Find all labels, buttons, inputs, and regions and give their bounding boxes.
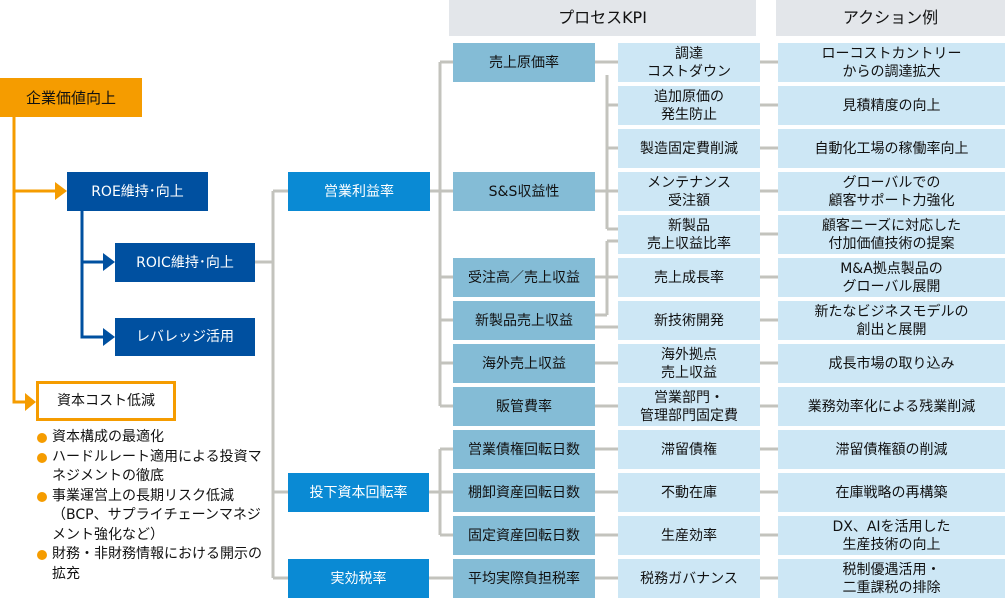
roic-box: ROIC維持･向上 <box>115 243 255 282</box>
process-kpi-box: 滞留債権 <box>618 430 760 469</box>
roe-box: ROE維持･向上 <box>67 172 208 211</box>
effective-tax-rate-box: 実効税率 <box>288 559 429 598</box>
process-kpi-box: 生産効率 <box>618 516 760 555</box>
action-box: ローコストカントリー からの調達拡大 <box>778 43 1005 82</box>
process-kpi-box: 営業部門・ 管理部門固定費 <box>618 387 760 426</box>
action-box: グローバルでの 顧客サポート力強化 <box>778 172 1005 211</box>
capital-cost-list: 資本構成の最適化 ハードルレート適用による投資マネジメントの徹底 事業運営上の長… <box>36 428 266 584</box>
action-box: 業務効率化による残業削減 <box>778 387 1005 426</box>
level2-box: 営業債権回転日数 <box>453 430 595 469</box>
action-box: 滞留債権額の削減 <box>778 430 1005 469</box>
process-kpi-box: メンテナンス 受注額 <box>618 172 760 211</box>
header-action-examples: アクション例 <box>776 0 1005 36</box>
leverage-box: レバレッジ活用 <box>115 318 255 356</box>
action-box: 新たなビジネスモデルの 創出と展開 <box>778 301 1005 340</box>
level2-box: 固定資産回転日数 <box>453 516 595 555</box>
process-kpi-box: 不動在庫 <box>618 473 760 512</box>
process-kpi-box: 新技術開発 <box>618 301 760 340</box>
action-box: 顧客ニーズに対応した 付加価値技術の提案 <box>778 215 1005 254</box>
bullet-icon <box>37 452 47 463</box>
list-item: 財務・非財務情報における開示の拡充 <box>36 545 266 584</box>
action-box: 税制優遇活用・ 二重課税の排除 <box>778 559 1005 598</box>
action-box: M&A拠点製品の グローバル展開 <box>778 258 1005 297</box>
level2-box: 受注高／売上収益 <box>453 258 595 297</box>
operating-margin-box: 営業利益率 <box>288 172 430 211</box>
bullet-icon <box>37 433 47 443</box>
corporate-value-box: 企業価値向上 <box>0 78 142 117</box>
process-kpi-box: 追加原価の 発生防止 <box>618 86 760 125</box>
process-kpi-box: 調達 コストダウン <box>618 43 760 82</box>
list-item: 事業運営上の長期リスク低減（BCP、サプライチェーンマネジメント強化など） <box>36 487 266 546</box>
invested-capital-turnover-box: 投下資本回転率 <box>288 473 429 512</box>
level2-box: 売上原価率 <box>453 43 595 82</box>
action-box: 成長市場の取り込み <box>778 344 1005 383</box>
level2-box: 平均実際負担税率 <box>453 559 595 598</box>
list-item: ハードルレート適用による投資マネジメントの徹底 <box>36 448 266 487</box>
action-box: 見積精度の向上 <box>778 86 1005 125</box>
level2-box: 販管費率 <box>453 387 595 426</box>
bullet-icon <box>37 491 47 502</box>
action-box: 自動化工場の稼働率向上 <box>778 129 1005 168</box>
level2-box: 海外売上収益 <box>453 344 595 383</box>
header-process-kpi: プロセスKPI <box>449 0 756 36</box>
process-kpi-box: 製造固定費削減 <box>618 129 760 168</box>
level2-box: S&S収益性 <box>453 172 595 211</box>
list-item: 資本構成の最適化 <box>36 428 266 448</box>
action-box: DX、AIを活用した 生産技術の向上 <box>778 516 1005 555</box>
action-box: 在庫戦略の再構築 <box>778 473 1005 512</box>
capital-cost-box: 資本コスト低減 <box>36 381 176 421</box>
level2-box: 棚卸資産回転日数 <box>453 473 595 512</box>
process-kpi-box: 新製品 売上収益比率 <box>618 215 760 254</box>
level2-box: 新製品売上収益 <box>453 301 595 340</box>
process-kpi-box: 税務ガバナンス <box>618 559 760 598</box>
process-kpi-box: 海外拠点 売上収益 <box>618 344 760 383</box>
bullet-icon <box>37 550 47 560</box>
process-kpi-box: 売上成長率 <box>618 258 760 297</box>
